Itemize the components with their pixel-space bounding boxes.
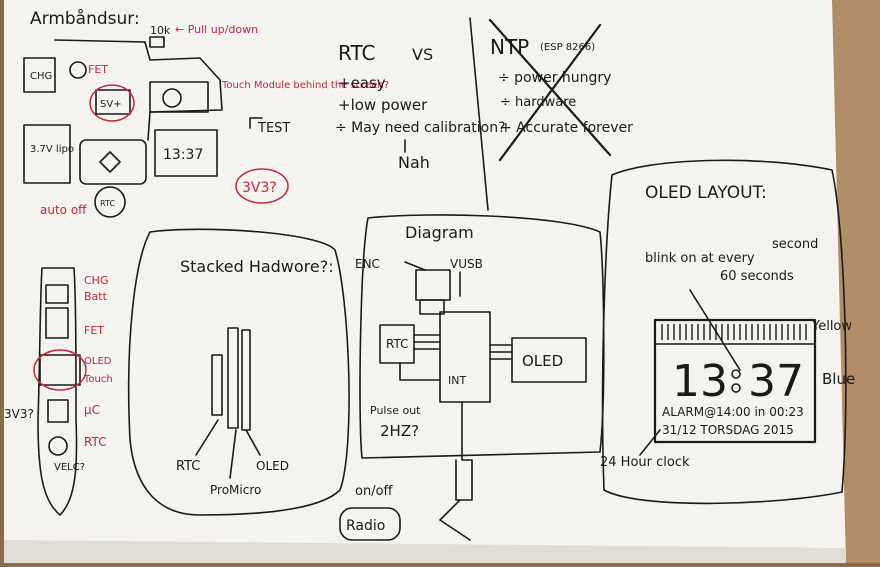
oled-second-note: second: [772, 237, 818, 252]
battery-label: 3.7V lipo: [30, 144, 74, 155]
test-label: TEST: [257, 121, 290, 136]
fet-label: FET: [88, 63, 108, 76]
oled-sixty-note: 60 seconds: [720, 269, 794, 284]
oled-screen: [653, 318, 817, 444]
diagram-rtc: RTC: [386, 337, 408, 351]
ntp-cross-out: [488, 18, 612, 157]
diagram-pulse: Pulse out: [370, 404, 421, 417]
armband-rtc: RTC: [100, 199, 115, 208]
auto-off-note: auto off: [40, 203, 87, 217]
svt-label: SV+: [100, 99, 122, 110]
vs-label: VS: [412, 45, 433, 64]
oled-hours: 13: [672, 356, 728, 407]
side-strip: CHG Batt FET OLED Touch µC RTC 3V3? VELC…: [4, 267, 113, 516]
diagram-onoff: on/off: [355, 484, 394, 499]
diagram-enc: ENC: [355, 257, 380, 271]
resistor-label: 10k: [150, 24, 171, 37]
diagram-radio: Radio: [346, 518, 385, 534]
rtc-vs-ntp: RTC VS +easy +low power ÷ May need calib…: [335, 17, 633, 211]
pull-note: ← Pull up/down: [175, 23, 258, 36]
armband-clock: 13:37: [163, 147, 203, 163]
strip-rtc: RTC: [84, 435, 106, 449]
strip-velc: VELC?: [54, 462, 85, 473]
oled-minutes: 37: [748, 356, 804, 407]
touch-note: Touch Module behind the screen?: [221, 80, 389, 91]
nah-label: Nah: [398, 153, 430, 172]
oled-24h-note: 24 Hour clock: [600, 455, 690, 470]
strip-batt: Batt: [84, 290, 108, 303]
diagram-vusb: VUSB: [450, 257, 483, 271]
esp-label: (ESP 8266): [540, 42, 595, 53]
chg-label: CHG: [30, 71, 52, 82]
v3v3-note: 3V3?: [242, 180, 277, 196]
stacked-oled: OLED: [256, 459, 289, 473]
ntp-heading: NTP: [490, 35, 529, 59]
oled-date-line: 31/12 TORSDAG 2015: [662, 423, 794, 437]
strip-3v3: 3V3?: [4, 407, 34, 421]
rtc-heading: RTC: [338, 41, 375, 65]
strip-uc: µC: [84, 403, 100, 417]
oled-alarm-line: ALARM@14:00 in 00:23: [662, 405, 804, 419]
rtc-con-calibration: ÷ May need calibration?: [335, 120, 506, 136]
oled-yellow-label: Yellow: [811, 319, 852, 334]
diagram-hz: 2HZ?: [380, 422, 419, 440]
rtc-pro-easy: +easy: [338, 74, 386, 92]
stacked-rtc: RTC: [176, 459, 200, 474]
strip-chg: CHG: [84, 274, 108, 287]
stacked-promicro: ProMicro: [210, 483, 261, 497]
oled-blue-label: Blue: [822, 370, 855, 388]
diagram-title: Diagram: [405, 223, 474, 242]
yellow-tick-bar: [661, 324, 807, 340]
ntp-pro-accurate: + Accurate forever: [500, 120, 633, 136]
diagram-oled: OLED: [522, 352, 563, 370]
armband-title: Armbåndsur:: [30, 8, 140, 29]
strip-oled: OLED: [84, 356, 112, 367]
paper-sheet: [4, 0, 846, 563]
ntp-con-hardware: ÷ hardware: [500, 95, 576, 110]
rtc-pro-power: +low power: [338, 96, 428, 114]
armband-sketch: Armbåndsur: 10k ← Pull up/down CHG FET 3…: [23, 8, 389, 218]
diagram-int: INT: [448, 374, 466, 387]
ntp-con-power: ÷ power hungry: [498, 70, 611, 86]
strip-touch: Touch: [83, 374, 113, 385]
block-diagram: Diagram ENC VUSB RTC INT OLED Pulse out …: [339, 214, 605, 541]
oled-layout: OLED LAYOUT: blink on at every second 60…: [600, 159, 855, 505]
stacked-hardware: Stacked Hadwore?: RTC ProMicro OLED: [127, 228, 350, 516]
strip-fet: FET: [84, 324, 104, 337]
oled-layout-title: OLED LAYOUT:: [645, 183, 767, 203]
oled-blink-note: blink on at every: [645, 251, 755, 266]
stacked-title: Stacked Hadwore?:: [180, 257, 334, 276]
